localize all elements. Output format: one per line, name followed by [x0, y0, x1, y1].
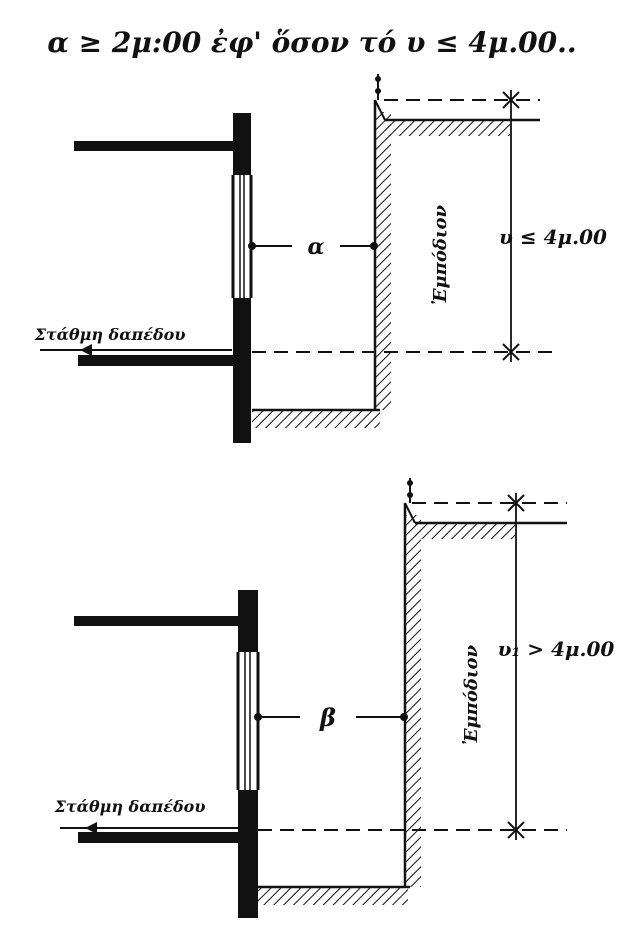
ground-hatch	[258, 887, 408, 905]
obstacle-top-hatch	[415, 523, 515, 539]
floor-level-arrow	[60, 822, 238, 834]
ground-hatch	[252, 410, 380, 428]
diagram-title: α ≥ 2μ:00 ἐφ' ὅσον τό υ ≤ 4μ.00..	[47, 26, 576, 59]
floor-slab	[78, 832, 244, 843]
height-dimension	[502, 90, 520, 362]
wall-upper	[238, 590, 258, 652]
upper-slab	[74, 141, 240, 151]
distance-label-b: β	[319, 703, 336, 732]
obstacle-label: Ἐμπόδιον	[461, 644, 482, 745]
top-marker	[375, 74, 381, 100]
window-opening	[231, 175, 253, 298]
obstacle-label: Ἐμπόδιον	[430, 204, 451, 305]
floor-slab	[78, 355, 240, 366]
obstacle-wall-hatch	[405, 515, 421, 887]
upper-slab	[74, 616, 244, 626]
wall-lower	[238, 790, 258, 918]
panel-top: Στάθμη δαπέδου α	[34, 74, 607, 443]
obstacle-wall-hatch	[375, 112, 391, 410]
height-label: υ ≤ 4μ.00	[499, 225, 607, 249]
top-marker	[407, 478, 413, 503]
obstacle-top-hatch	[385, 120, 510, 136]
window-opening	[236, 652, 260, 790]
floor-level-label: Στάθμη δαπέδου	[34, 325, 186, 344]
height-label: υ₁ > 4μ.00	[498, 637, 615, 661]
distance-line-a	[248, 242, 378, 250]
height-dimension	[507, 493, 525, 840]
floor-level-arrow	[40, 344, 232, 356]
floor-level-label: Στάθμη δαπέδου	[54, 797, 206, 816]
distance-label-a: α	[308, 234, 325, 260]
distance-line-b	[254, 713, 408, 721]
wall-lower	[233, 298, 251, 443]
wall-upper	[233, 113, 251, 175]
panel-bottom: Στάθμη δαπέδου β υ₁ > 4μ.00 Ἐμπόδιον	[54, 478, 615, 918]
